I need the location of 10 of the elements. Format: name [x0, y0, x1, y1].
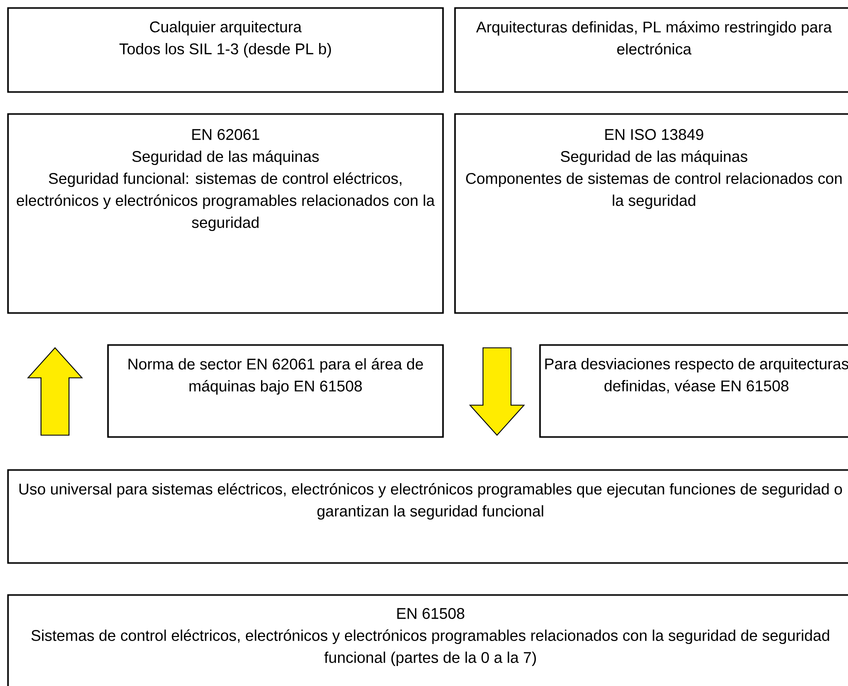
block-arrow [26, 347, 84, 436]
text-box: Uso universal para sistemas eléctricos, electrónicos y electrónicos programables que ejecutan funciones de seguridad o garantizan la seguridad funcional [7, 469, 848, 564]
text-box: Norma de sector EN 62061 para el área de máquinas bajo EN 61508 [107, 344, 444, 438]
text-box: EN 62061 Seguridad de las máquinas Seguridad funcional: sistemas de control eléctricos, electrónicos y electrónicos programables relacionados con la seguridad [7, 113, 444, 314]
text-box: Para desviaciones respecto de arquitecturas definidas, véase EN 61508 [539, 344, 848, 438]
text-box: Arquitecturas definidas, PL máximo restringido para electrónica [454, 7, 848, 93]
text-box: EN 61508 Sistemas de control eléctricos, electrónicos y electrónicos programables relacionados con la seguridad de seguridad funcional (partes de la 0 a la 7) [7, 594, 848, 686]
block-arrow [469, 347, 526, 436]
text-box: Cualquier arquitectura Todos los SIL 1-3 (desde PL b) [7, 7, 444, 93]
text-box: EN ISO 13849 Seguridad de las máquinas Componentes de sistemas de control relacionados con la seguridad [454, 113, 848, 314]
